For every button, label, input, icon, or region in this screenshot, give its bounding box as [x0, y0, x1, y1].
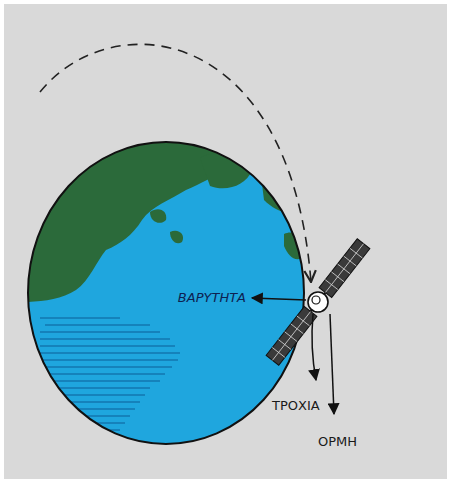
landmass: [170, 231, 183, 244]
force-label: ΤΡΟΧΙΑ: [272, 398, 320, 414]
landmass: [262, 182, 302, 212]
gravity-arrow: [252, 298, 306, 300]
force-label: ΒΑΡΥΤΗΤΑ: [178, 290, 246, 306]
panel-grid: [266, 239, 370, 365]
solar-panel: [266, 307, 317, 366]
hatching: [40, 318, 180, 437]
force-label: ΟΡΜΗ: [318, 434, 357, 450]
solar-panel: [319, 239, 370, 298]
satellite: [266, 239, 370, 365]
momentum-arrow: [330, 314, 334, 414]
background: [4, 4, 447, 479]
landmass: [20, 142, 232, 302]
satellite-dish: [312, 296, 320, 304]
satellite-body: [308, 292, 328, 312]
landmass: [150, 209, 166, 223]
trajectory-arrow: [312, 314, 316, 380]
landmass: [200, 153, 252, 188]
earth: [20, 142, 305, 444]
globe-outline: [28, 142, 304, 444]
